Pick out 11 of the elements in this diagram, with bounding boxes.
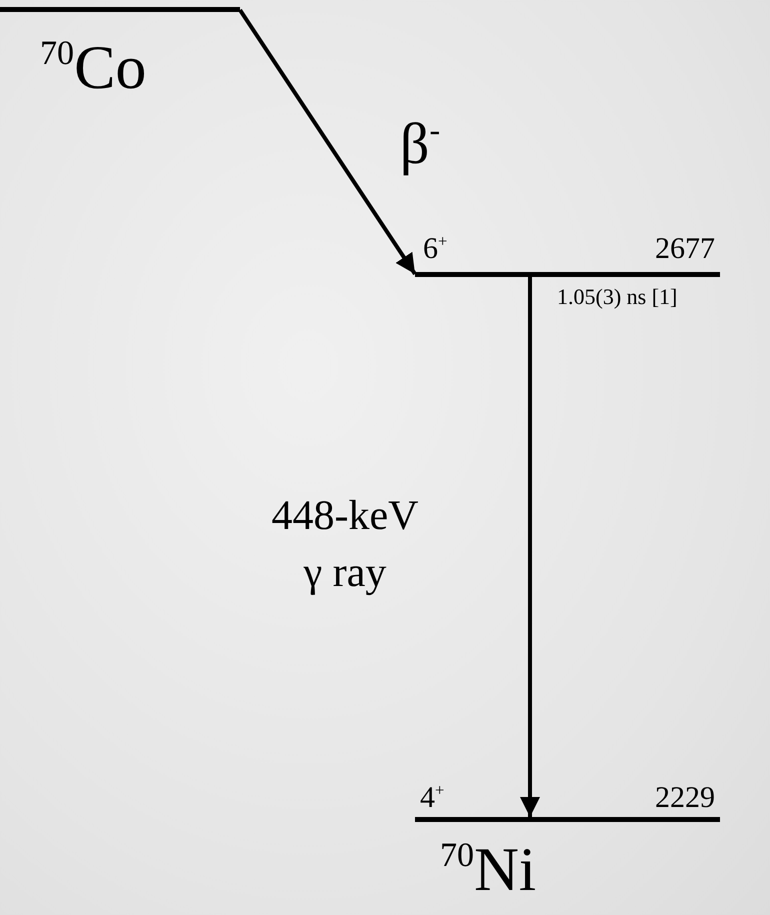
arrow: [520, 277, 540, 817]
nuclide-label: $^{70}$Ni: [440, 839, 536, 901]
level-label: 2677: [654, 234, 715, 264]
edge-label: 448-keV γ ray: [270, 492, 420, 598]
edge-label: β$^{-}$: [398, 110, 442, 178]
level-label: 6$^{+}$: [423, 234, 448, 264]
arrow: [238, 8, 417, 276]
level-label: 2229: [654, 783, 715, 813]
level-label: 4$^{+}$: [420, 783, 444, 813]
nuclide-label: $^{70}$Co: [40, 37, 146, 99]
lifetime-label: 1.05(3) ns [1]: [557, 286, 678, 308]
